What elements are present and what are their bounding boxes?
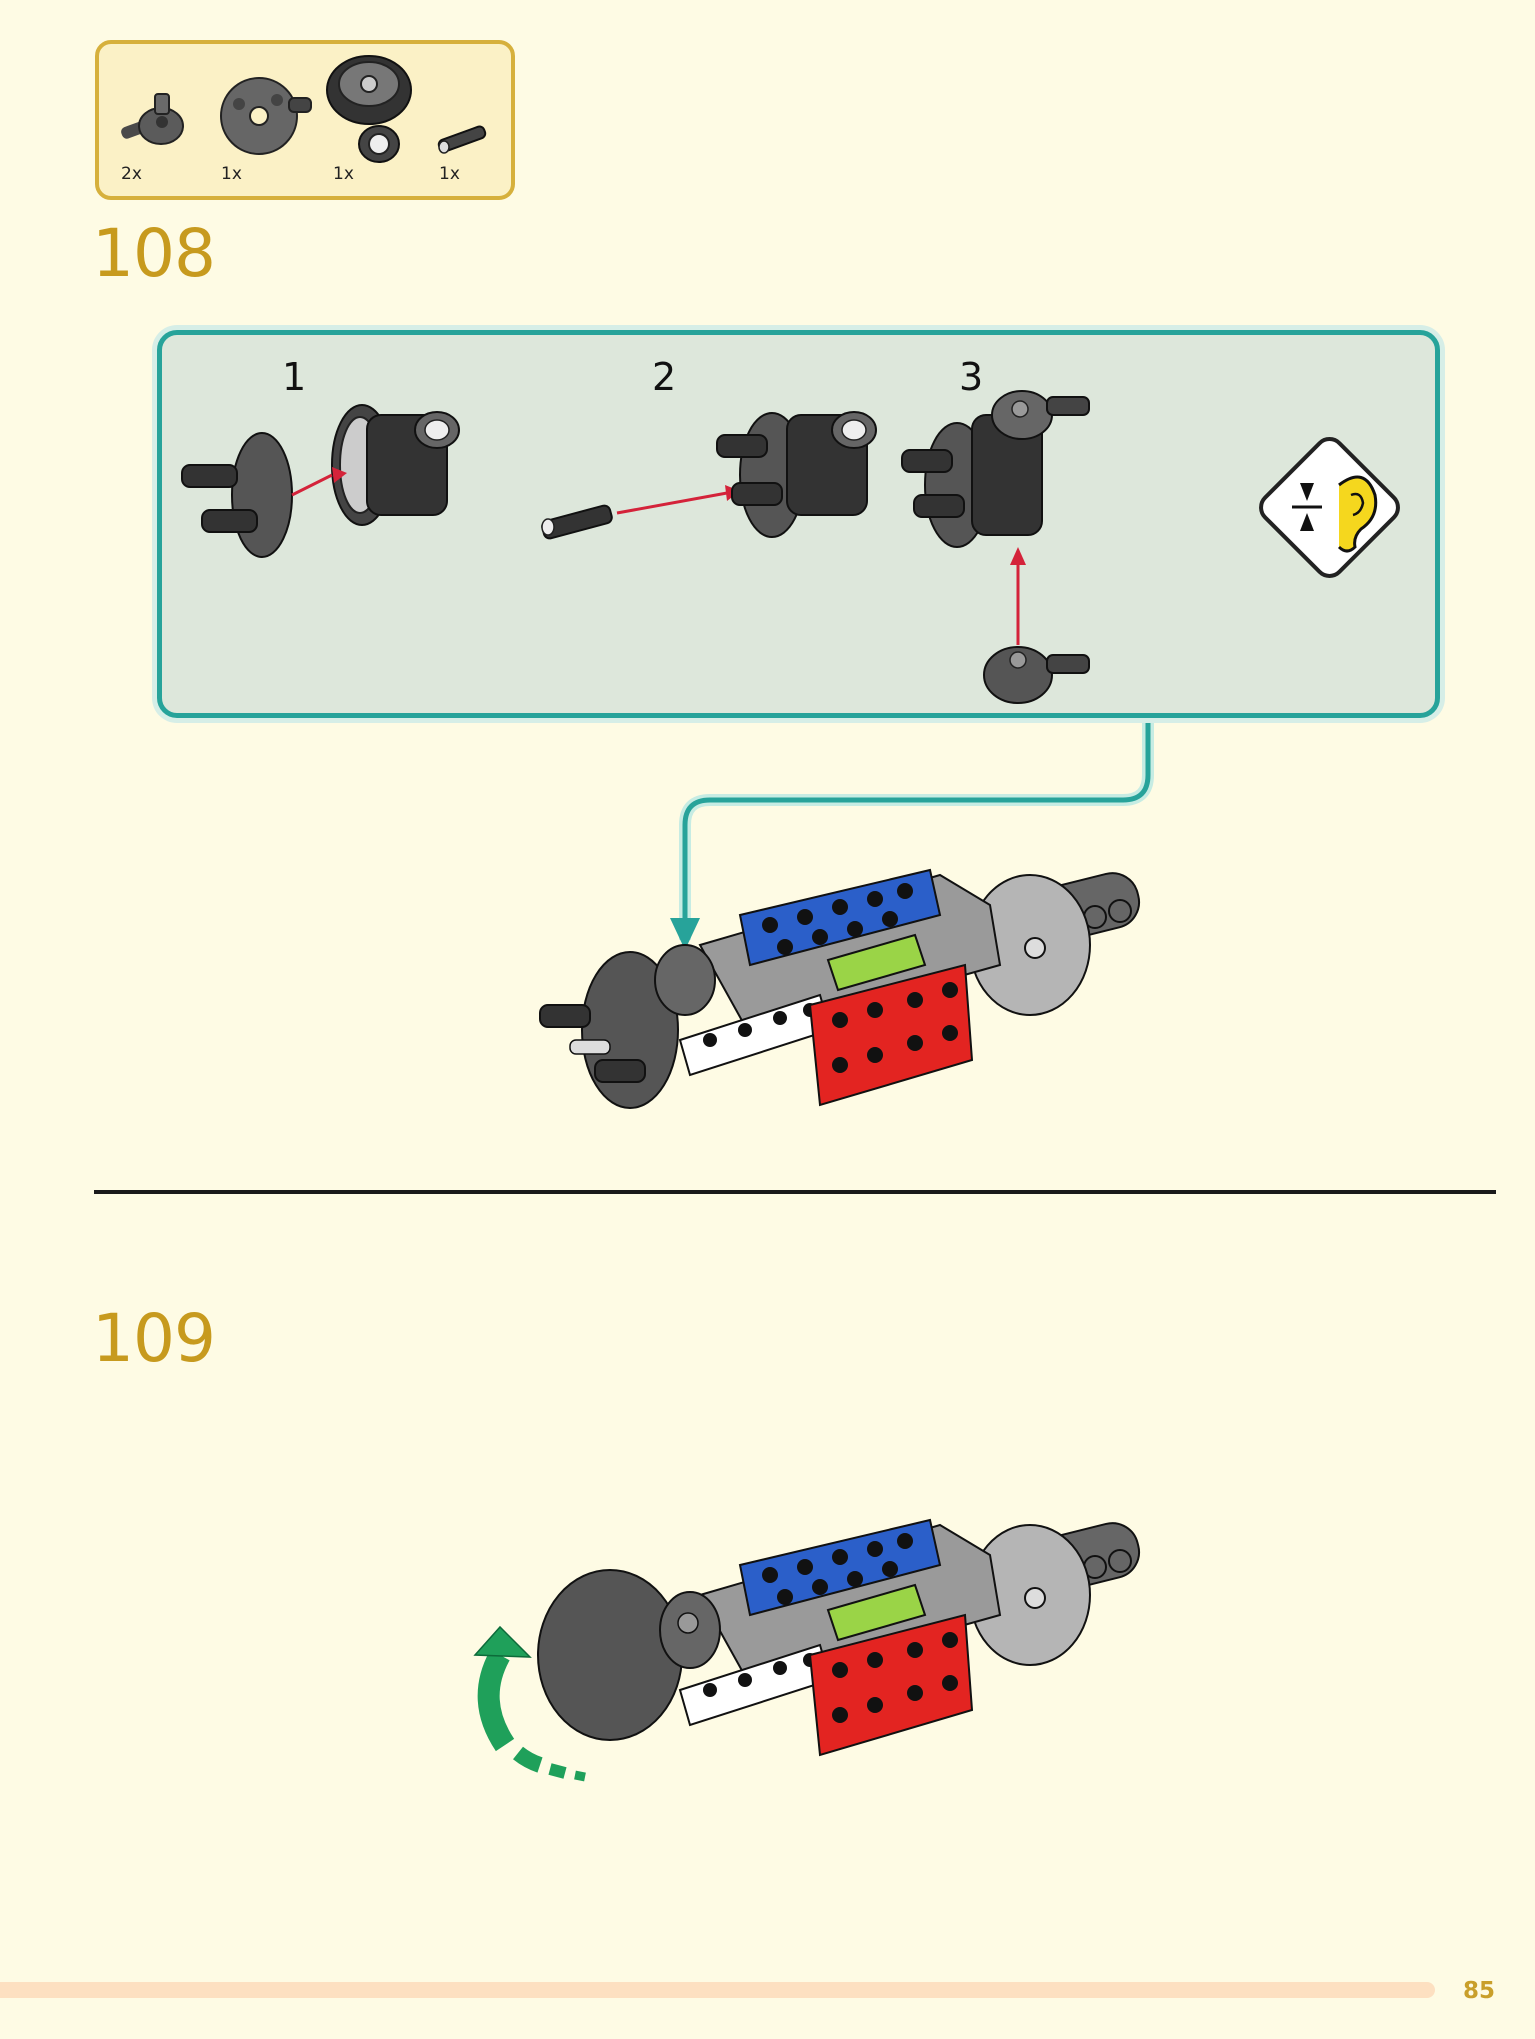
axle-pin-icon [437, 125, 487, 154]
step-109-model [537, 1518, 1141, 1757]
substep-number: 3 [959, 355, 984, 399]
part-qty: 1x [439, 164, 460, 184]
step-divider [94, 1190, 1496, 1194]
step-number: 108 [92, 215, 216, 292]
rotate-arrow-icon [473, 1625, 586, 1782]
step-108-model [539, 868, 1141, 1109]
subassembly-panel: 1 2 3 [157, 330, 1440, 718]
connector-peg-icon [121, 93, 184, 145]
part-qty: 1x [333, 164, 354, 184]
substep-2-illustration [541, 411, 877, 540]
step-number: 109 [92, 1300, 216, 1377]
substep-number: 2 [652, 355, 677, 399]
substep-number: 1 [282, 355, 307, 399]
wheel-hub-icon [220, 77, 312, 155]
substep-1-illustration [181, 404, 460, 558]
parts-list-box: 2x 1x 1x 1x [95, 40, 515, 200]
substep-3-illustration [901, 390, 1090, 704]
part-qty: 2x [121, 164, 142, 184]
page-number: 85 [1463, 1978, 1496, 2004]
footer-bar [0, 1982, 1435, 1998]
part-qty: 1x [221, 164, 242, 184]
tire-assembly-icon [326, 55, 412, 163]
click-sound-icon [1259, 437, 1400, 578]
